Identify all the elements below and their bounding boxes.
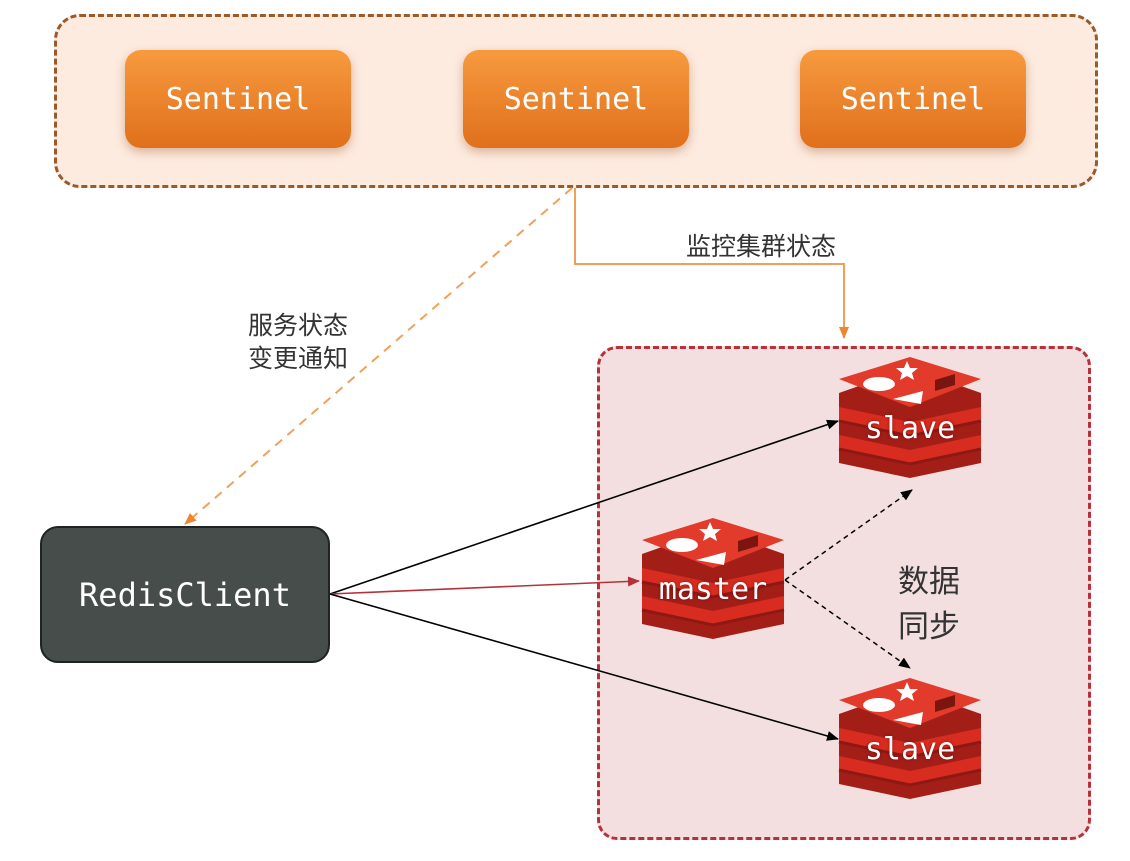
notify-label: 服务状态 变更通知	[248, 310, 378, 375]
sync-label: 数据 同步	[898, 560, 978, 650]
redis-client-node[interactable]: RedisClient	[40, 526, 330, 663]
sentinel-node-3[interactable]: Sentinel	[800, 50, 1026, 148]
client-to-slave-bottom-arrow	[329, 593, 839, 741]
redis-logo-icon	[838, 678, 982, 799]
notify-label-line1: 服务状态	[248, 311, 349, 340]
sentinel-node-2[interactable]: Sentinel	[463, 50, 689, 148]
slave-top-label: slave	[864, 411, 956, 446]
master-label: master	[658, 572, 768, 607]
redis-logo-icon	[641, 518, 785, 639]
slave-node-top[interactable]: slave	[835, 355, 985, 480]
notify-label-line2: 变更通知	[248, 343, 349, 373]
sync-to-slave-top-arrow	[784, 489, 913, 581]
monitor-arrow	[574, 188, 849, 339]
monitor-label: 监控集群状态	[686, 232, 837, 261]
notify-arrow	[184, 187, 573, 525]
sentinel-node-1[interactable]: Sentinel	[125, 50, 351, 148]
sentinel-label: Sentinel	[840, 81, 986, 117]
sync-label-line1: 数据	[898, 564, 960, 600]
sync-to-slave-bottom-arrow	[784, 579, 911, 669]
redis-client-label: RedisClient	[79, 575, 291, 614]
sync-label-line2: 同步	[898, 608, 960, 645]
master-node[interactable]: master	[638, 516, 788, 641]
slave-node-bottom[interactable]: slave	[835, 676, 985, 801]
slave-bottom-label: slave	[864, 732, 956, 767]
sentinel-label: Sentinel	[503, 81, 649, 117]
sentinel-label: Sentinel	[165, 81, 311, 117]
redis-logo-icon	[838, 357, 982, 478]
client-to-slave-top-arrow	[329, 419, 839, 595]
client-to-master-arrow	[329, 576, 640, 595]
